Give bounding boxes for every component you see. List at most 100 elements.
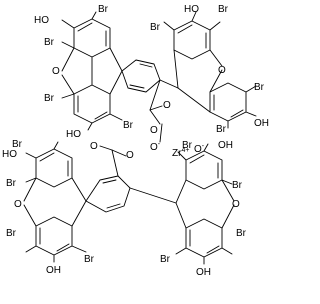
double-bond [39, 152, 55, 162]
bond [111, 149, 127, 157]
label: OH [46, 265, 61, 276]
bond [175, 247, 187, 255]
ring [173, 20, 211, 60]
chemical-structure-diagram: HO Br Br O Br HO Br O O HO Br Br O Br Br [2, 4, 269, 278]
double-bond [56, 243, 70, 252]
carboxylate-oxygen: O- [150, 141, 161, 153]
double-bond [129, 84, 145, 89]
bond [23, 204, 37, 227]
bond [221, 247, 233, 255]
double-bond [177, 24, 193, 34]
bond [159, 79, 179, 89]
label: HO [184, 4, 199, 15]
double-bond [106, 203, 121, 209]
double-bond [230, 109, 244, 118]
bond [25, 152, 37, 159]
label: O [14, 199, 22, 210]
bond [209, 49, 223, 67]
label: Br [160, 254, 171, 265]
bond [173, 49, 179, 89]
zr-ion-label: Zr4+ [172, 147, 189, 159]
bond [203, 143, 209, 152]
bond [221, 204, 235, 229]
bond [53, 141, 59, 150]
bond [245, 85, 257, 93]
bond [149, 109, 161, 125]
label: HO [2, 149, 17, 160]
label: OH [254, 118, 269, 129]
double-bond [77, 22, 93, 32]
zr-symbol: Zr [172, 148, 182, 159]
label: Br [44, 37, 55, 48]
bond [25, 177, 37, 183]
label: O [218, 65, 226, 76]
double-bond [139, 63, 153, 68]
ring [185, 150, 223, 190]
label: Br [44, 93, 55, 104]
ring [185, 218, 223, 258]
label: Br [236, 228, 247, 239]
bond [175, 179, 187, 204]
molecule-svg: HO Br Br O Br HO Br O O HO Br Br O Br Br [2, 4, 269, 278]
bond [149, 105, 163, 111]
bond [61, 74, 75, 95]
label: Br [84, 254, 95, 265]
label: O [163, 100, 171, 111]
bond [61, 19, 75, 29]
zirconium-center: Zr4+ O- O- [150, 123, 205, 159]
bond [109, 70, 123, 95]
double-bond [102, 179, 117, 184]
label: Br [6, 228, 17, 239]
unit-bottom-right: Br OH Br O Br Br OH [129, 140, 247, 278]
bond [109, 113, 123, 121]
ring [35, 148, 73, 188]
bond [61, 47, 75, 72]
label: Br [232, 180, 243, 191]
ring [73, 18, 111, 58]
bond [25, 245, 37, 253]
bond [209, 69, 223, 93]
label: O [52, 66, 60, 77]
bond [159, 123, 163, 143]
double-bond [189, 154, 205, 164]
label: OH [218, 140, 233, 151]
label: Br [182, 140, 193, 151]
bond [191, 11, 197, 22]
label: Br [254, 82, 265, 93]
label: Br [216, 124, 227, 135]
label: Br [98, 4, 109, 15]
label: O [126, 150, 134, 161]
ring [73, 84, 111, 124]
bond [177, 151, 187, 161]
carboxylate-oxygen: O- [194, 143, 205, 155]
label: O [90, 141, 98, 152]
label: Br [218, 4, 229, 15]
label: HO [34, 15, 49, 26]
label: O [150, 125, 158, 136]
double-bond [94, 111, 108, 120]
double-bond [206, 245, 220, 254]
bond [177, 87, 211, 113]
bond [61, 41, 75, 49]
label: Br [123, 120, 134, 131]
zr-charge: 4+ [181, 147, 189, 154]
label: OH [196, 267, 211, 278]
bond [111, 149, 119, 177]
bond [245, 111, 257, 117]
ring [209, 82, 247, 122]
bond [149, 79, 161, 111]
bond [109, 47, 123, 72]
bond [221, 179, 235, 202]
bond [87, 122, 93, 131]
bond [129, 187, 177, 204]
bond [71, 177, 87, 202]
bond [221, 179, 233, 185]
unit-top-right: HO Br Br O Br Br OH [150, 4, 269, 135]
label: Br [6, 178, 17, 189]
bond [71, 200, 87, 227]
bond [209, 21, 221, 31]
label: Br [12, 139, 23, 150]
unit-bottom-left: HO Br Br O Br Br OH O O [2, 139, 134, 276]
bond [61, 93, 75, 99]
bond [163, 21, 175, 31]
